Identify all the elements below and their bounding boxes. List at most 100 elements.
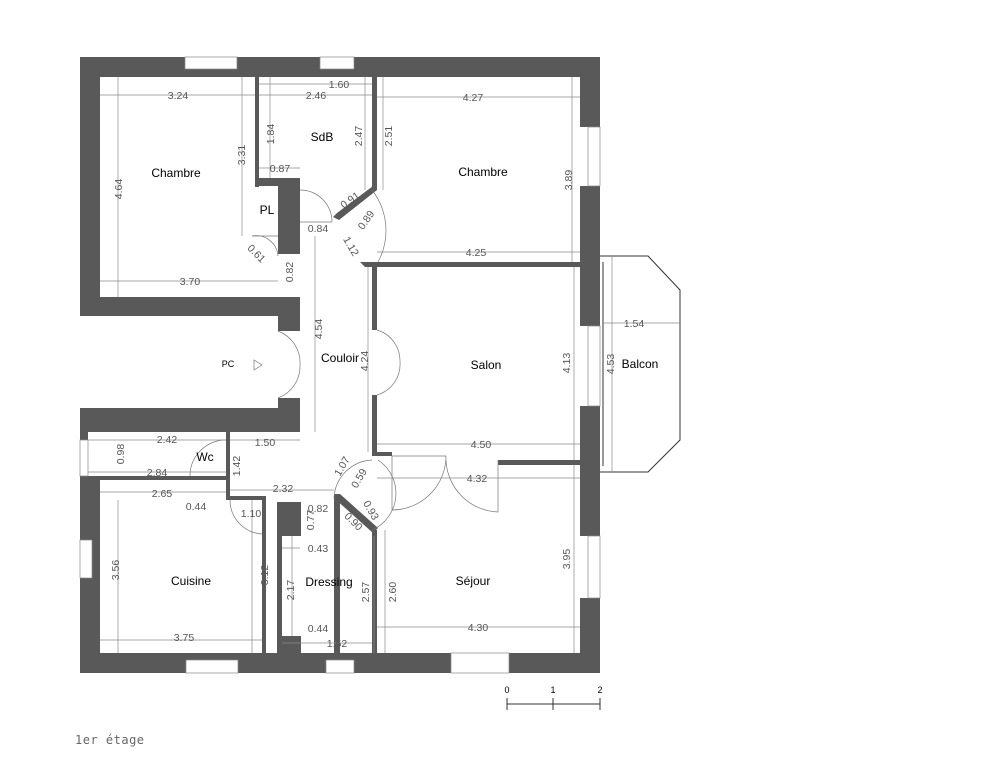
wall-salon-bottom-2 (498, 460, 582, 465)
door-ch1 (251, 235, 279, 257)
room-sejour: Séjour (456, 574, 491, 588)
dim-ch1-w-top: 3.24 (168, 90, 189, 102)
wall-wc-bottom (80, 476, 230, 480)
door-salon (376, 329, 401, 396)
dim-dr-h-right: 2.57 (360, 582, 372, 603)
window-sdb-top (319, 56, 355, 70)
wall-pl-top (258, 178, 300, 186)
door-sejour-right (445, 459, 499, 513)
wall-top-right (355, 57, 600, 77)
dim-dr-small2: 0.77 (305, 510, 317, 531)
room-chambre-left: Chambre (151, 166, 201, 180)
pc-symbol (253, 359, 263, 371)
room-wc: Wc (196, 450, 213, 464)
dim-ch1-h-inner: 3.31 (236, 145, 248, 166)
room-labels: Chambre SdB PL Chambre PC Couloir Salon … (151, 130, 658, 589)
dim-ch1-h: 4.64 (113, 179, 125, 200)
dim-sej-w-bottom: 4.30 (468, 622, 489, 634)
dim-cor-w: 2.32 (273, 483, 294, 495)
door-pl (299, 189, 333, 223)
wall-right-2 (580, 186, 600, 326)
wall-salon-diag (360, 262, 372, 267)
wall-left-upper (80, 57, 100, 316)
wall-dressing-block (277, 502, 301, 536)
dim-wc-h: 0.98 (115, 444, 127, 465)
dim-cui-h: 3.56 (110, 560, 122, 581)
dim-ch2-h: 3.89 (563, 170, 575, 191)
window-sejour-bottom (450, 652, 510, 674)
wall-salon-left-2 (372, 395, 377, 452)
scale-label-2: 2 (597, 685, 602, 695)
dim-sdb-small: 0.87 (270, 163, 291, 175)
room-pc: PC (222, 359, 235, 369)
dim-ch1-w-bottom: 3.70 (180, 276, 201, 288)
door-wc (189, 439, 227, 477)
dim-sej-w-top: 4.32 (467, 473, 488, 485)
wall-cor-diag-low (334, 494, 378, 533)
door-cor-low (333, 459, 373, 499)
wall-right-1 (580, 57, 600, 127)
room-sdb: SdB (311, 130, 334, 144)
room-cuisine: Cuisine (171, 574, 211, 588)
scale-label-0: 0 (504, 685, 509, 695)
window-sejour-right (587, 535, 601, 599)
dimension-lines (88, 77, 680, 653)
wall-dressing-bottom-block (277, 636, 301, 655)
scale-bar: 0 1 2 (504, 685, 603, 710)
wall-pl-right (278, 178, 300, 254)
dim-cui-h-right: 3.12 (259, 565, 271, 586)
windows (79, 56, 601, 674)
room-balcon: Balcon (622, 357, 659, 371)
dim-sdb-w: 2.46 (306, 90, 327, 102)
door-ch2 (371, 189, 387, 263)
dim-sej-h: 3.95 (561, 549, 573, 570)
dim-balcon-w: 1.54 (624, 318, 645, 330)
dim-cor-diag4: 0.59 (349, 467, 370, 491)
dimension-labels: 3.24 4.64 3.31 3.70 0.61 0.82 1.60 2.46 … (110, 79, 644, 650)
dim-ch2-h-left: 2.51 (383, 126, 395, 147)
wall-wc-right (226, 432, 230, 500)
dim-cor-diag1: 1.12 (340, 235, 361, 259)
dim-dr-small4: 0.44 (308, 623, 329, 635)
room-chambre-right: Chambre (458, 165, 508, 179)
wall-salon-top (372, 262, 582, 267)
dim-wc-door: 1.50 (255, 437, 276, 449)
dim-couloir-h: 4.54 (313, 319, 325, 340)
door-pc (277, 330, 301, 399)
wall-salon-bottom-1 (372, 452, 392, 456)
dim-sdb-h-right: 2.47 (353, 126, 365, 147)
dim-cui-door: 1.10 (241, 508, 262, 520)
wall-cor-stub-2 (278, 398, 300, 432)
room-salon: Salon (471, 358, 502, 372)
wall-salon-left (372, 262, 377, 330)
wall-sdb-right (372, 77, 377, 187)
balcony-outline (600, 255, 681, 473)
doors (189, 189, 499, 535)
window-cuisine-bottom (185, 659, 239, 674)
wall-dressing-left (277, 502, 282, 653)
dim-dr-small3: 0.43 (308, 543, 329, 555)
dim-balcon-h: 4.53 (605, 354, 617, 375)
door-sejour-diag (371, 459, 397, 531)
wall-cor-stub-1 (278, 297, 300, 331)
wall-dressing-right (372, 530, 377, 655)
window-dressing-bottom (325, 659, 355, 674)
wall-cuisine-top (226, 496, 266, 500)
door-cuisine (229, 499, 263, 535)
dim-salon-w: 4.50 (471, 439, 492, 451)
dim-cui-small: 0.44 (186, 501, 207, 513)
dim-pl-door: 0.84 (308, 223, 329, 235)
door-sejour-left (391, 455, 447, 511)
wall-sdb-diag (333, 183, 377, 220)
dim-pl-h: 0.82 (284, 262, 296, 283)
scale-label-1: 1 (550, 685, 555, 695)
dim-sdb-h-left: 1.84 (265, 124, 277, 145)
dim-ch2-w-bottom: 4.25 (466, 247, 487, 259)
window-cuisine-left (79, 539, 93, 579)
window-wc-left (79, 439, 89, 477)
wall-bottom-left-upper (80, 297, 300, 316)
dim-dr-h: 2.17 (285, 580, 297, 601)
wall-cuisine-right (262, 496, 266, 656)
dim-ch2-w-top: 4.27 (463, 92, 484, 104)
wall-right-3 (580, 406, 600, 536)
